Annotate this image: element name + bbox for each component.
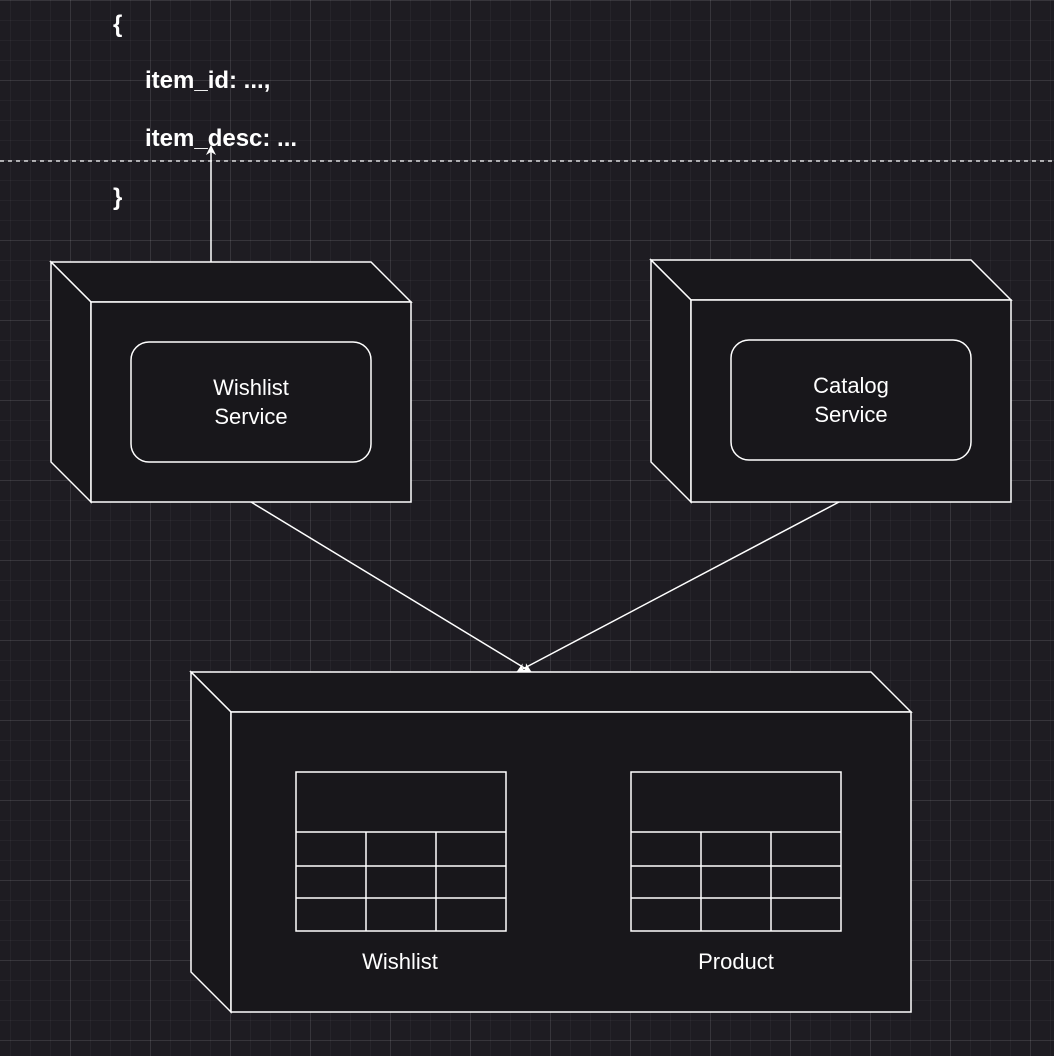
product-table[interactable]: Product: [630, 771, 842, 974]
catalog-service-node[interactable]: Catalog Service: [649, 258, 1013, 504]
db-node-side-face: [190, 670, 232, 1014]
db-node-top-face: [189, 671, 913, 713]
wishlist-node-top-face: [49, 261, 413, 303]
catalog-to-db-connector: [516, 501, 840, 673]
wishlist-service-label-line2: Service: [214, 404, 287, 429]
payload-close-brace: }: [113, 184, 122, 211]
wishlist-service-component[interactable]: [130, 341, 372, 463]
product-table-label: Product: [698, 949, 774, 974]
wishlist-table-label: Wishlist: [362, 949, 438, 974]
wishlist-table-frame: [295, 771, 507, 932]
wishlist-service-node[interactable]: Wishlist Service: [49, 260, 413, 504]
database-node[interactable]: Wishlist Product: [189, 670, 913, 1014]
wishlist-node-side-face: [50, 260, 92, 504]
payload-open-brace: {: [113, 11, 122, 38]
catalog-service-label-line2: Service: [814, 402, 887, 427]
wishlist-service-label-line1: Wishlist: [213, 375, 289, 400]
catalog-service-component[interactable]: [730, 339, 972, 461]
catalog-node-side-face: [650, 258, 692, 504]
payload-line-item-desc: item_desc: ...: [145, 125, 297, 152]
payload-line-item-id: item_id: ...,: [145, 67, 270, 94]
product-table-frame: [630, 771, 842, 932]
catalog-service-label-line1: Catalog: [813, 373, 889, 398]
wishlist-to-db-connector: [250, 501, 532, 673]
catalog-node-top-face: [649, 259, 1013, 301]
payload-snippet: { item_id: ..., item_desc: ... }: [113, 11, 297, 211]
wishlist-table[interactable]: Wishlist: [295, 771, 507, 974]
